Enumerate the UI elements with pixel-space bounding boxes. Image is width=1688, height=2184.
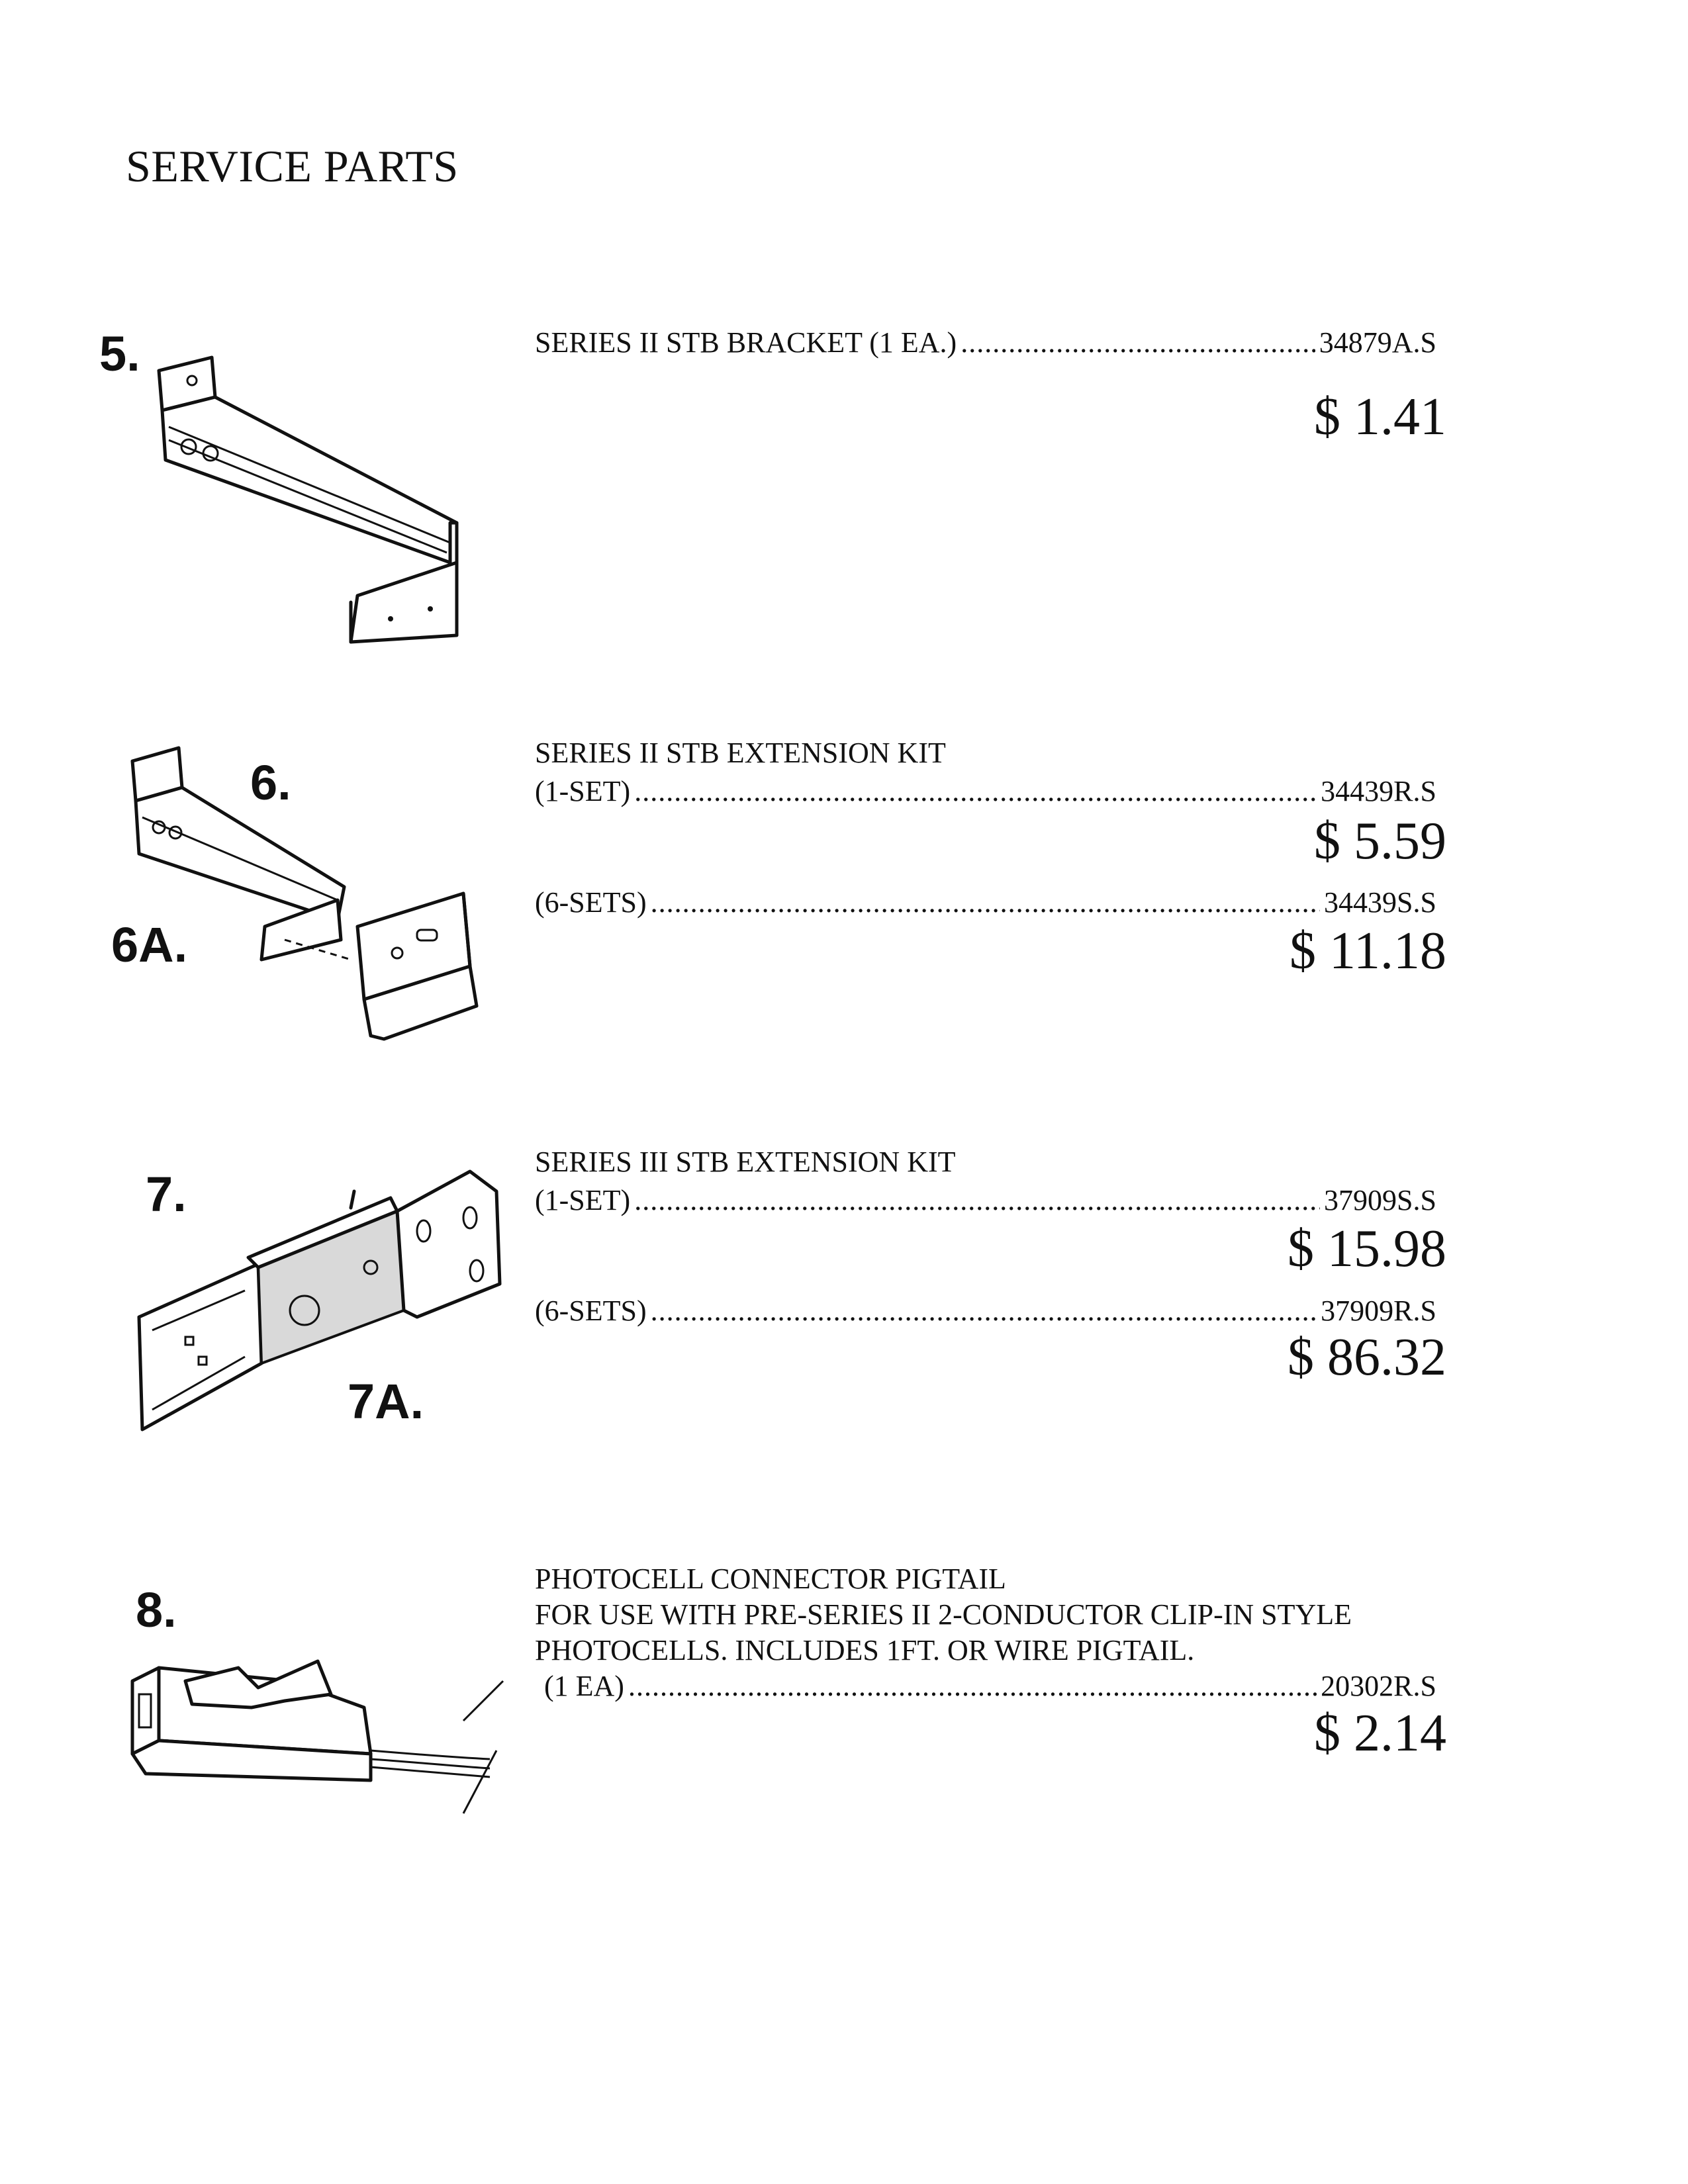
- bracket-illustration: [139, 344, 470, 655]
- item-7-option-1-qty: (1-SET): [535, 1184, 631, 1216]
- page-title: SERVICE PARTS: [126, 141, 459, 191]
- item-7-option-2-qty: (6-SETS): [535, 1295, 647, 1327]
- item-7-option-1-price: $ 15.98: [1288, 1220, 1446, 1278]
- pigtail-connector-drawing-icon: [130, 1659, 504, 1814]
- figure-7a-label: 7A.: [348, 1374, 424, 1429]
- item-6-heading: SERIES II STB EXTENSION KIT: [535, 737, 946, 769]
- extension-kit-drawing-icon: [130, 746, 479, 1041]
- item-7-option-2-part-number: 37909R.S: [1321, 1295, 1436, 1327]
- item-6-option-1-line: (1-SET) 34439R.S: [535, 774, 1436, 808]
- item-8-qty: (1 EA): [544, 1670, 624, 1702]
- item-6-option-1-price: $ 5.59: [1314, 812, 1446, 870]
- figure-7-label: 7.: [146, 1167, 187, 1222]
- item-6-option-1-qty: (1-SET): [535, 775, 631, 807]
- item-6-option-2-part-number: 34439S.S: [1324, 886, 1436, 919]
- item-6-option-2-qty: (6-SETS): [535, 886, 647, 919]
- leader-dots: [628, 1669, 1317, 1703]
- series-iii-kit-illustration: [126, 1152, 510, 1456]
- leader-dots: [634, 1183, 1320, 1217]
- item-8-price: $ 2.14: [1314, 1704, 1446, 1762]
- item-8-part-number: 20302R.S: [1321, 1670, 1436, 1702]
- figure-6-label: 6.: [250, 755, 291, 810]
- leader-dots: [961, 326, 1315, 359]
- series-iii-kit-drawing-icon: [137, 1169, 502, 1432]
- leader-dots: [651, 886, 1320, 919]
- item-8-description-line-3: PHOTOCELLS. INCLUDES 1FT. OR WIRE PIGTAI…: [535, 1634, 1195, 1666]
- item-7-option-1-part-number: 37909S.S: [1324, 1184, 1436, 1216]
- extension-kit-illustration: [119, 741, 503, 1046]
- item-6-option-2-line: (6-SETS) 34439S.S: [535, 886, 1436, 919]
- item-5-line: SERIES II STB BRACKET (1 EA.) 34879A.S: [535, 326, 1436, 359]
- item-8-description-line-2: FOR USE WITH PRE-SERIES II 2-CONDUCTOR C…: [535, 1598, 1352, 1631]
- item-6-option-1-part-number: 34439R.S: [1321, 775, 1436, 807]
- item-8-description-line-1: PHOTOCELL CONNECTOR PIGTAIL: [535, 1563, 1006, 1595]
- item-7-option-1-line: (1-SET) 37909S.S: [535, 1183, 1436, 1217]
- item-5-price: $ 1.41: [1314, 388, 1446, 446]
- item-8-line: (1 EA) 20302R.S: [544, 1669, 1436, 1703]
- figure-8-label: 8.: [136, 1582, 177, 1637]
- item-7-heading: SERIES III STB EXTENSION KIT: [535, 1146, 956, 1178]
- pigtail-illustration: [119, 1641, 516, 1833]
- item-6-option-2-price: $ 11.18: [1289, 922, 1446, 980]
- item-7-option-2-price: $ 86.32: [1288, 1328, 1446, 1387]
- leader-dots: [634, 774, 1317, 808]
- item-5-description: SERIES II STB BRACKET (1 EA.): [535, 326, 957, 359]
- figure-6a-label: 6A.: [111, 917, 188, 972]
- item-5-part-number: 34879A.S: [1319, 326, 1436, 359]
- leader-dots: [651, 1294, 1317, 1328]
- bracket-drawing-icon: [157, 355, 459, 644]
- figure-5-label: 5.: [99, 326, 140, 381]
- item-7-option-2-line: (6-SETS) 37909R.S: [535, 1294, 1436, 1328]
